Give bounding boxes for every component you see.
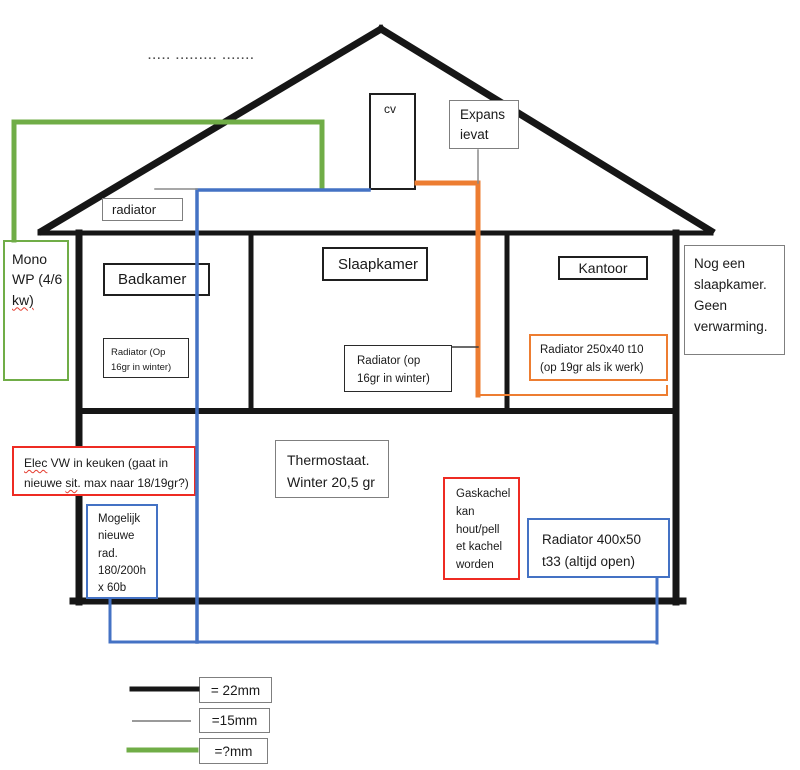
slaapkamer-radiator-note: Radiator (op 16gr in winter) [357,355,430,385]
slaapkamer-radiator-box: Radiator (op 16gr in winter) [344,345,452,392]
kantoor-radiator-box: Radiator 250x40 t10 (op 19gr als ik werk… [529,334,668,381]
legend-label-unknown-mm: =?mm [214,743,253,759]
extra-room-note: Nog een slaapkamer. Geen verwarming. [694,256,768,334]
expansion-vessel-label: Expans ievat [460,107,506,142]
elec-boiler-box: Elec VW in keuken (gaat in nieuwe sit. m… [12,446,196,496]
cv-label: cv [384,102,396,116]
elec-note-part2: nieuwe [24,475,66,490]
badkamer-label: Badkamer [118,271,187,288]
thermostat-box: Thermostaat. Winter 20,5 gr [275,440,389,498]
legend-box-15mm: =15mm [199,708,270,733]
badkamer-radiator-note: Radiator (Op 16gr in winter) [111,347,172,374]
legend-box-unknown-mm: =?mm [199,738,268,764]
room-label-kantoor: Kantoor [558,256,648,280]
attic-radiator-label-box: radiator [102,198,183,221]
heat-pump-label: Mono WP (4/6 [12,251,63,288]
extra-room-box: Nog een slaapkamer. Geen verwarming. [684,245,785,355]
green-pipe [11,119,325,243]
heat-pump-label-wavy: kw) [12,291,34,308]
gas-stove-note: Gaskachel kan hout/pell et kachel worden [456,488,511,572]
attic-radiator-label: radiator [112,202,157,217]
heat-pump-box: Mono WP (4/6 kw) [3,240,69,381]
dotted-marks: ..... ......... ....... [148,50,256,62]
badkamer-radiator-box: Radiator (Op 16gr in winter) [103,338,189,378]
elec-note-word2: sit [65,475,78,490]
elec-note-part1: VW in keuken (gaat in [47,456,169,470]
expansion-vessel-box: Expans ievat [449,100,519,149]
new-radiator-note: Mogelijk nieuwe rad. 180/200h x 60b [98,513,146,594]
room-label-slaapkamer: Slaapkamer [322,247,428,281]
legend-label-15mm: =15mm [211,713,258,728]
thermostat-note: Thermostaat. Winter 20,5 gr [287,452,375,491]
cv-unit-box: cv [369,93,416,190]
living-radiator-box: Radiator 400x50 t33 (altijd open) [527,518,670,578]
elec-note-word1: Elec [24,456,48,470]
orange-pipe-thin [477,385,668,396]
living-radiator-note: Radiator 400x50 t33 (altijd open) [542,532,642,569]
gas-stove-box: Gaskachel kan hout/pell et kachel worden [443,477,520,580]
room-label-badkamer: Badkamer [103,263,210,296]
kantoor-radiator-note: Radiator 250x40 t10 (op 19gr als ik werk… [540,344,644,374]
legend-box-22mm: = 22mm [199,677,272,703]
elec-note-part3: . max naar 18/19gr?) [77,475,189,490]
roof-right-line [376,24,716,236]
new-radiator-box: Mogelijk nieuwe rad. 180/200h x 60b [86,504,158,599]
slaapkamer-label: Slaapkamer [338,255,419,273]
blue-pipe-bottom [108,597,659,644]
kantoor-label: Kantoor [578,260,628,276]
legend-label-22mm: = 22mm [210,682,261,698]
